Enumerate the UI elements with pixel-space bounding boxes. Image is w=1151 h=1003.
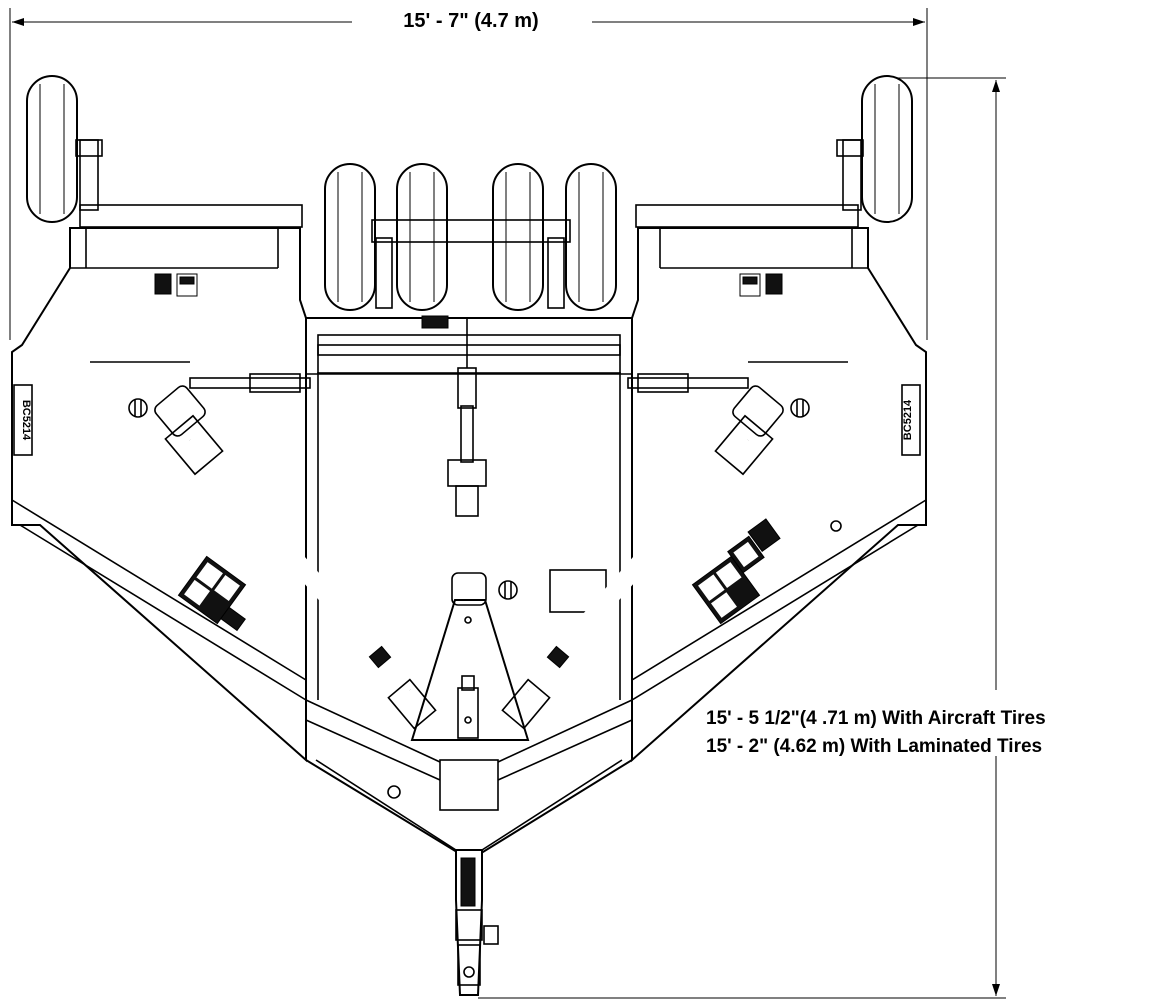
left-deck-shell (11, 227, 307, 763)
tire-center-1 (324, 163, 376, 311)
tire-center-3 (492, 163, 544, 311)
center-deck (305, 315, 633, 862)
left-wing-deck: BC5214 (11, 227, 307, 763)
length-label-aircraft: 15' - 5 1/2"(4 .71 m) With Aircraft Tire… (706, 708, 1046, 729)
left-side-decal (13, 384, 33, 456)
center-gearbox-plate (410, 599, 530, 741)
width-dimension: 15' - 7" (4.7 m) (9, 8, 928, 340)
tire-center-4 (565, 163, 617, 311)
length-dimension: 15' - 5 1/2"(4 .71 m) With Aircraft Tire… (478, 77, 1046, 999)
right-side-decal (901, 384, 921, 456)
center-deck-shell (305, 317, 633, 862)
tire-right-outer (861, 75, 913, 223)
rear-frame (305, 699, 633, 851)
hydraulic-cylinders (90, 361, 848, 393)
right-wing-deck: BC5214 (631, 227, 927, 763)
width-label: 15' - 7" (4.7 m) (403, 10, 538, 32)
tire-left-outer (26, 75, 78, 223)
right-deck-shell (631, 227, 927, 763)
right-side-decal-text: BC5214 (902, 399, 914, 440)
hitch-tongue (455, 849, 499, 996)
left-warning-decals (177, 555, 247, 632)
tires (26, 75, 913, 311)
left-side-decal-text: BC5214 (20, 400, 32, 441)
drive-shafts (154, 385, 784, 730)
tire-center-2 (396, 163, 448, 311)
length-label-laminated: 15' - 2" (4.62 m) With Laminated Tires (706, 736, 1042, 757)
right-warning-decals (691, 518, 781, 625)
